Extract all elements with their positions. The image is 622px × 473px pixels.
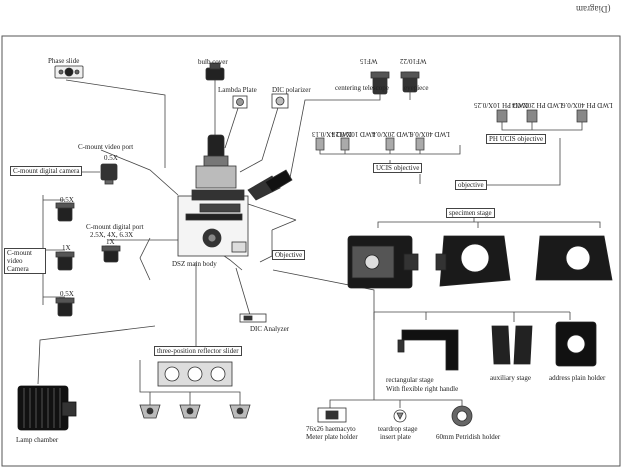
c-mount-video-port-part — [100, 163, 118, 185]
label-dic-analyzer: DIC Analyzer — [250, 325, 290, 333]
label-teardrop-2: insert plate — [380, 433, 411, 441]
label-ucis-objective: UCIS objective — [373, 163, 423, 173]
outer-frame — [1, 35, 621, 467]
label-bulb-cover: bulb cover — [198, 58, 228, 66]
label-dic-polarizer: DIC polarizer — [272, 86, 311, 94]
microscope-body — [177, 134, 293, 257]
label-teardrop-1: teardrop stage — [378, 425, 418, 433]
label-c-mount-digital-camera: C-mount digital camera — [10, 166, 83, 176]
stage-accessories — [397, 321, 597, 371]
label-ucis-obj-3: LWD 20X/0.4 — [372, 130, 412, 138]
label-adapter-mid: 1X — [62, 244, 71, 252]
connector-lines — [37, 78, 601, 408]
ph-ucis-objectives — [496, 109, 588, 123]
bulb-cover — [205, 62, 225, 81]
dic-polarizer — [271, 93, 289, 109]
label-centering-telescope: centering telescope — [335, 84, 389, 92]
label-ucis-obj-2: LWD 10X/0.25 — [332, 130, 376, 138]
label-ucis-obj-4: LWD 40X/0.6 — [410, 130, 450, 138]
label-objective: Objective — [272, 250, 306, 260]
label-lambda-plate: Lambda Plate — [218, 86, 257, 94]
lambda-plate — [232, 95, 248, 109]
label-petridish: 60mm Petridish holder — [436, 433, 501, 441]
label-auxiliary-stage: auxiliary stage — [490, 374, 532, 382]
dic-analyzer-part — [239, 313, 267, 323]
specimen-stages — [347, 235, 613, 289]
label-c-mount-video-camera: C-mount video Camera — [4, 248, 46, 274]
label-address-plate: address plain holder — [549, 374, 606, 382]
caption: (Diagram — [575, 4, 610, 14]
lamp-chamber-part — [17, 385, 77, 431]
label-dsz-main-body: DSZ main body — [172, 260, 217, 268]
reflector-slider-part — [157, 361, 233, 387]
label-reflector-slider: three-position reflector slider — [154, 346, 242, 356]
label-adapter-top: 0.5X — [60, 196, 74, 204]
label-rectangular-stage: rectangular stage — [386, 376, 434, 384]
label-eyepiece-right-model: WF10/22 — [400, 57, 427, 65]
label-ph-ucis-objective: PH UCIS objective — [486, 134, 547, 144]
label-phase-slide: Phase slide — [48, 57, 80, 65]
label-c-mount-digital-port-values: 2.5X, 4X, 6.3X — [90, 231, 134, 239]
label-eyepiece-left-model: WF15 — [360, 57, 378, 65]
label-lamp-chamber: Lamp chamber — [16, 436, 59, 444]
label-haemacyto-1: 76x26 haemacyto — [306, 425, 356, 433]
label-specimen-stage: specimen stage — [446, 208, 495, 218]
label-objective-right: objective — [455, 180, 487, 190]
ucis-objectives — [315, 137, 425, 151]
plate-holders — [317, 405, 473, 427]
label-adapter-right: 1X — [106, 238, 115, 246]
centering-telescope — [370, 71, 390, 95]
label-ph-obj-2: LWD PH 20X/0.4 — [512, 101, 563, 109]
label-eyepiece: eyepiece — [404, 84, 429, 92]
label-adapter-bottom: 0.5X — [60, 290, 74, 298]
label-haemacyto-2: Meter plate holder — [306, 433, 358, 441]
eyepiece-part — [400, 71, 420, 93]
label-right-handle: With flexible right handle — [386, 385, 459, 393]
label-c-mount-video-port: C-mount video port — [78, 143, 134, 151]
label-c-mount-digital-port: C-mount digital port — [86, 223, 144, 231]
label-port-value: 0.5X — [104, 154, 118, 162]
phase-slide — [54, 65, 84, 79]
camera-adapters — [55, 202, 121, 317]
label-ph-obj-3: LWD PH 40X/0.6 — [562, 101, 613, 109]
filter-cubes — [139, 404, 251, 419]
